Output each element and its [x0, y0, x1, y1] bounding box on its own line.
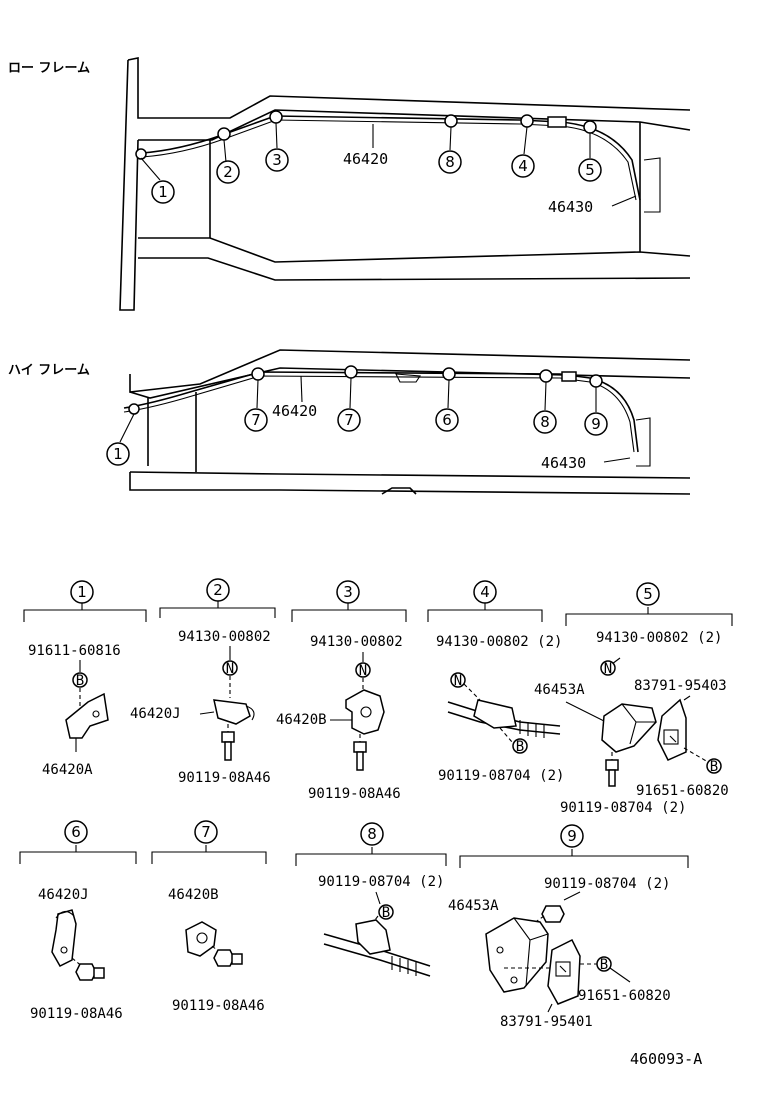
detail-1: 1 91611-60816 B 46420A: [23, 580, 147, 778]
part-91611-60816: 91611-60816: [28, 643, 121, 659]
svg-text:8: 8: [445, 153, 455, 171]
svg-text:4: 4: [518, 157, 528, 175]
svg-text:1: 1: [77, 583, 87, 601]
part-83791-95401: 83791-95401: [500, 1014, 593, 1030]
low-callout-4: 4: [511, 154, 535, 178]
part-46453A: 46453A: [448, 898, 499, 914]
marker-b: B: [76, 673, 84, 689]
part-90119-08704-2: 90119-08704 (2): [544, 876, 670, 892]
svg-text:4: 4: [480, 583, 490, 601]
high-callout-6: 6: [435, 408, 459, 432]
svg-text:2: 2: [223, 163, 233, 181]
marker-n: N: [604, 661, 612, 677]
svg-text:6: 6: [442, 411, 452, 429]
part-94130-00802-2: 94130-00802 (2): [436, 634, 562, 650]
low-frame-view: ロー フレーム 1 2 3 8 4 5 4642: [8, 57, 691, 311]
part-90119-08704-2: 90119-08704 (2): [318, 874, 444, 890]
part-83791-95403: 83791-95403: [634, 678, 727, 694]
part-90119-08A46: 90119-08A46: [30, 1006, 123, 1022]
part-46453A: 46453A: [534, 682, 585, 698]
part-90119-08704-2: 90119-08704 (2): [438, 768, 564, 784]
detail-5: 5 94130-00802 (2) N 46453A 83791-95403 B…: [534, 582, 733, 816]
part-46420B: 46420B: [168, 887, 219, 903]
low-callout-2: 2: [216, 160, 240, 184]
marker-n: N: [226, 661, 234, 677]
detail-6: 6 46420J 90119-08A46: [19, 820, 137, 1022]
part-91651-60820: 91651-60820: [578, 988, 671, 1004]
part-90119-08A46: 90119-08A46: [308, 786, 401, 802]
part-91651-60820: 91651-60820: [636, 783, 729, 799]
svg-text:7: 7: [251, 411, 261, 429]
high-callout-7a: 7: [244, 408, 268, 432]
low-callout-5: 5: [578, 158, 602, 182]
detail-2: 2 94130-00802 N 46420J 90119-08A46: [130, 578, 276, 786]
marker-b: B: [382, 905, 390, 921]
detail-9: 9 90119-08704 (2) 46453A B 91651-60820 8…: [448, 824, 689, 1030]
part-46420J: 46420J: [130, 706, 181, 722]
svg-text:8: 8: [367, 825, 377, 843]
marker-b: B: [516, 739, 524, 755]
low-callout-1: 1: [151, 180, 175, 204]
svg-text:7: 7: [344, 411, 354, 429]
detail-7: 7 46420B 90119-08A46: [151, 820, 267, 1014]
part-46420A: 46420A: [42, 762, 93, 778]
part-90119-08A46: 90119-08A46: [178, 770, 271, 786]
svg-text:5: 5: [585, 161, 595, 179]
drawing-code: 460093-A: [630, 1050, 702, 1068]
low-frame-title: ロー フレーム: [8, 61, 90, 76]
marker-b: B: [710, 759, 718, 775]
svg-text:3: 3: [272, 151, 282, 169]
detail-3: 3 94130-00802 N 46420B 90119-08A46: [276, 580, 407, 802]
low-hose-label: 46430: [548, 198, 593, 216]
svg-text:3: 3: [343, 583, 353, 601]
part-94130-00802-2: 94130-00802 (2): [596, 630, 722, 646]
part-46420J: 46420J: [38, 887, 89, 903]
svg-text:1: 1: [113, 445, 123, 463]
svg-text:9: 9: [591, 415, 601, 433]
detail-4: 4 94130-00802 (2) N B 90119-08704 (2): [427, 580, 564, 784]
detail-8: 8 90119-08704 (2) B: [295, 822, 447, 977]
low-callout-8: 8: [438, 150, 462, 174]
marker-n: N: [359, 663, 367, 679]
part-46420B: 46420B: [276, 712, 327, 728]
svg-text:2: 2: [213, 581, 223, 599]
svg-text:1: 1: [158, 183, 168, 201]
marker-b: B: [600, 957, 608, 973]
part-94130-00802: 94130-00802: [310, 634, 403, 650]
high-frame-view: ハイ フレーム 1 7 7 6 8 9 46420 4643: [8, 349, 691, 495]
high-callout-1: 1: [106, 442, 130, 466]
part-94130-00802: 94130-00802: [178, 629, 271, 645]
high-pipe-label: 46420: [272, 402, 317, 420]
low-callout-3: 3: [265, 148, 289, 172]
svg-text:9: 9: [567, 827, 577, 845]
svg-text:7: 7: [201, 823, 211, 841]
high-callout-9: 9: [584, 412, 608, 436]
high-frame-title: ハイ フレーム: [8, 363, 90, 378]
svg-text:8: 8: [540, 413, 550, 431]
high-callout-7b: 7: [337, 408, 361, 432]
part-90119-08A46: 90119-08A46: [172, 998, 265, 1014]
svg-text:6: 6: [71, 823, 81, 841]
high-hose-label: 46430: [541, 454, 586, 472]
high-callout-8: 8: [533, 410, 557, 434]
low-pipe-label: 46420: [343, 150, 388, 168]
part-90119-08704-2: 90119-08704 (2): [560, 800, 686, 816]
svg-text:5: 5: [643, 585, 653, 603]
marker-n: N: [454, 673, 462, 689]
